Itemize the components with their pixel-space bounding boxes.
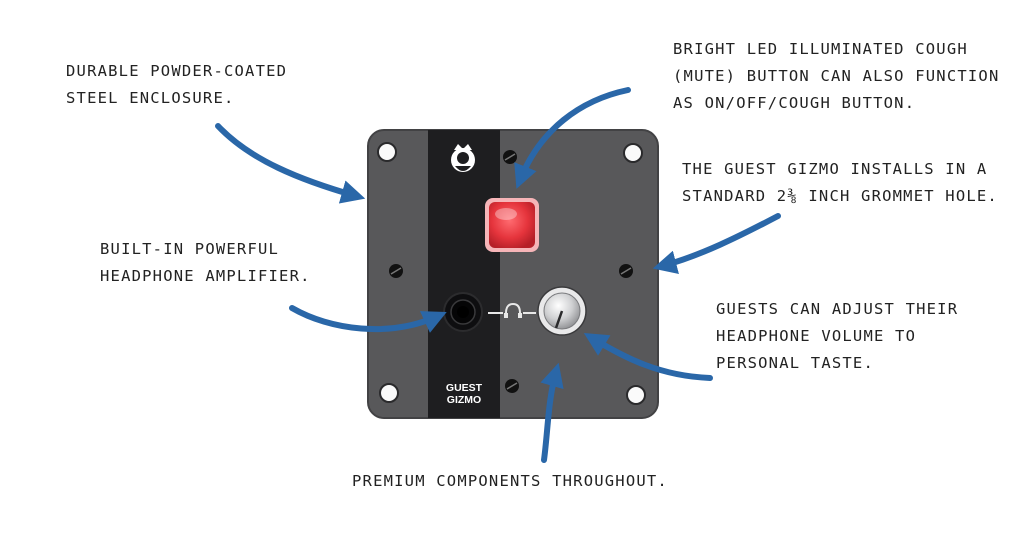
callout-line: STANDARD 2⅜ INCH GROMMET HOLE. [682, 187, 998, 205]
callout-premium: PREMIUM COMPONENTS THROUGHOUT. [352, 468, 668, 495]
callout-line: STEEL ENCLOSURE. [66, 89, 235, 107]
arrow-grommet [652, 213, 781, 274]
callout-line: BUILT-IN POWERFUL [100, 240, 280, 258]
callout-led-button: BRIGHT LED ILLUMINATED COUGH (MUTE) BUTT… [673, 36, 1000, 117]
arrow-amp [289, 305, 447, 333]
callout-enclosure: DURABLE POWDER-COATED STEEL ENCLOSURE. [66, 58, 287, 112]
led-cough-button[interactable] [485, 198, 539, 252]
callout-line: HEADPHONE VOLUME TO [716, 327, 917, 345]
callout-line: BRIGHT LED ILLUMINATED COUGH [673, 40, 968, 58]
callout-line: PREMIUM COMPONENTS THROUGHOUT. [352, 472, 668, 490]
callout-line: (MUTE) BUTTON CAN ALSO FUNCTION [673, 67, 1000, 85]
headphone-jack[interactable] [443, 292, 483, 332]
callout-line: GUESTS CAN ADJUST THEIR [716, 300, 959, 318]
headphone-icon [488, 302, 536, 318]
black-face-strip [428, 130, 500, 418]
arrow-led [514, 87, 631, 189]
callout-line: THE GUEST GIZMO INSTALLS IN A [682, 160, 988, 178]
callout-line: PERSONAL TASTE. [716, 354, 874, 372]
brand-label-line1: GUEST [446, 382, 483, 394]
arrow-volume [583, 333, 713, 381]
mascot-logo-icon [451, 144, 475, 172]
callout-amplifier: BUILT-IN POWERFUL HEADPHONE AMPLIFIER. [100, 236, 311, 290]
callout-line: DURABLE POWDER-COATED [66, 62, 288, 80]
callout-line: HEADPHONE AMPLIFIER. [100, 267, 311, 285]
mounting-holes [377, 142, 646, 405]
brand-label-line2: GIZMO [447, 394, 481, 406]
callout-line: AS ON/OFF/COUGH BUTTON. [673, 94, 916, 112]
arrow-enclosure [215, 123, 366, 204]
screw-icon [389, 150, 633, 393]
callout-volume: GUESTS CAN ADJUST THEIR HEADPHONE VOLUME… [716, 296, 958, 377]
volume-knob[interactable] [537, 286, 587, 336]
callout-grommet: THE GUEST GIZMO INSTALLS IN A STANDARD 2… [682, 156, 998, 210]
arrow-premium [540, 362, 564, 463]
